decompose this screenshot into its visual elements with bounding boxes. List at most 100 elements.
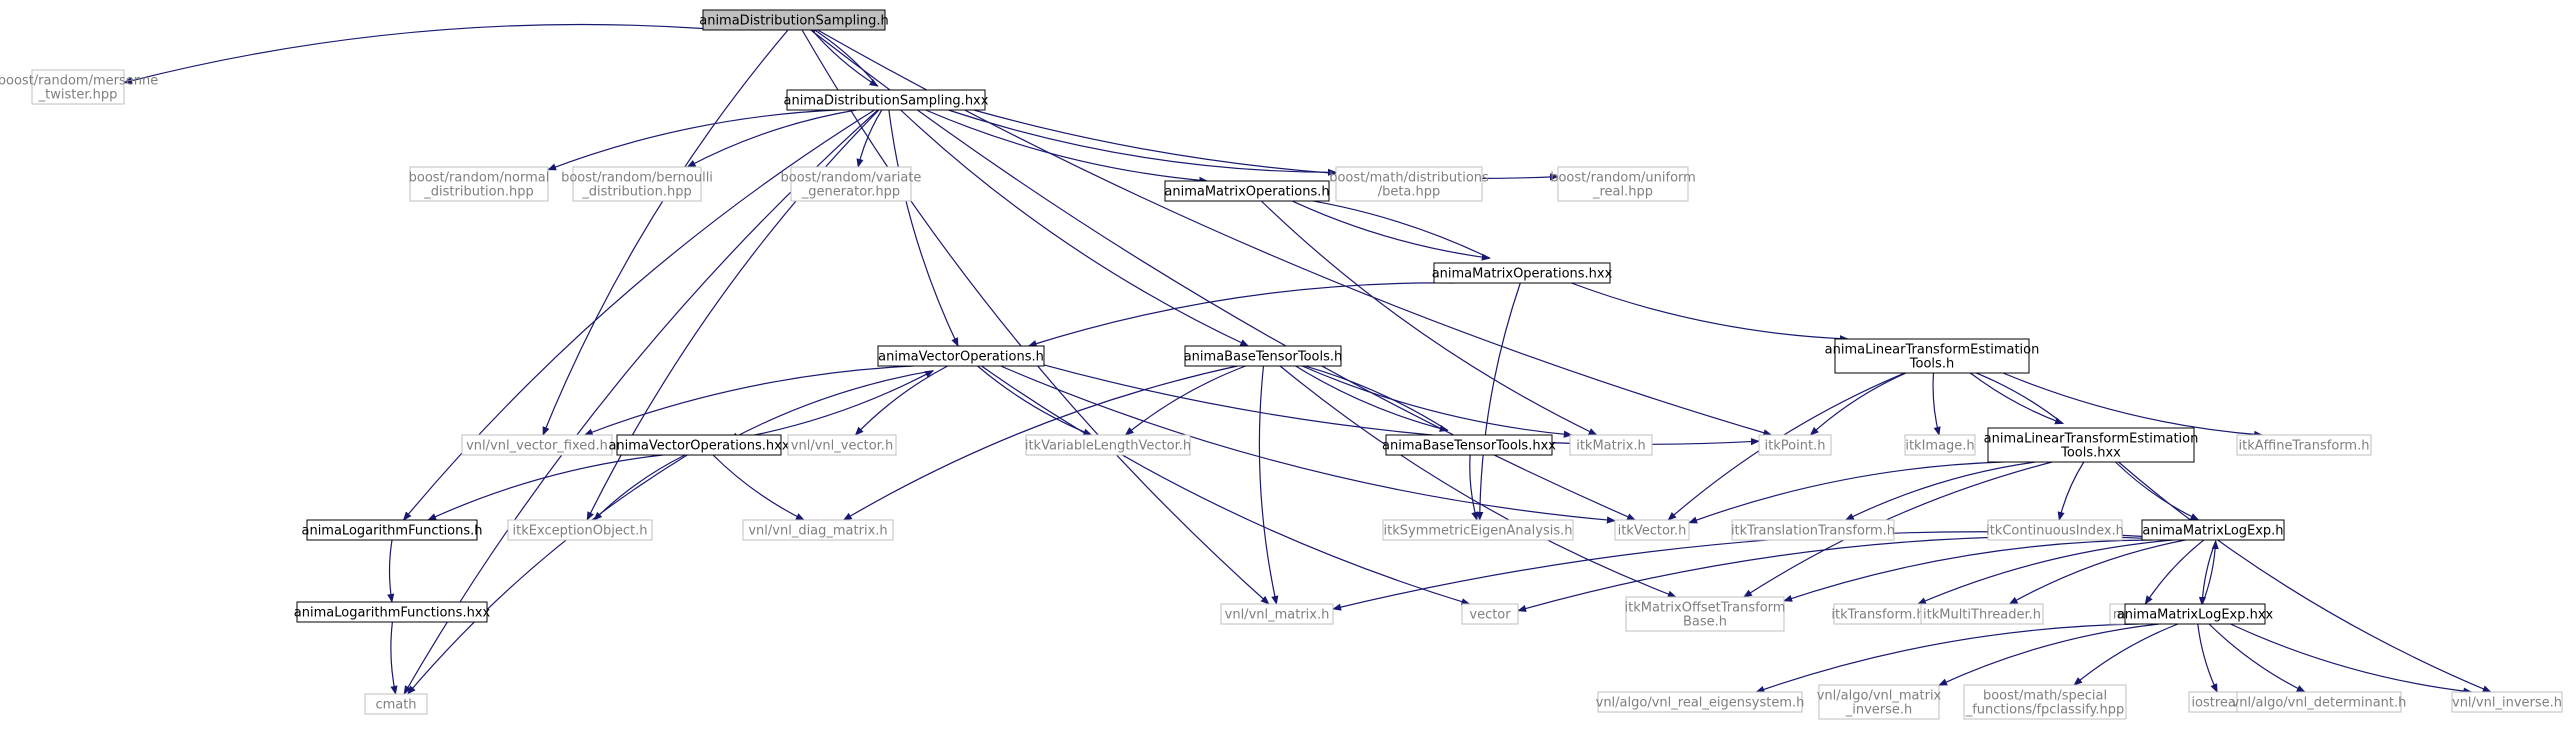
node-label: _inverse.h: [1845, 703, 1913, 718]
node-box[interactable]: [616, 434, 782, 456]
node-label: vector: [1469, 608, 1511, 623]
node-n1: boost/random/mersenne_twister.hpp: [0, 69, 158, 105]
node-label: itkMatrixOffsetTransform: [1625, 601, 1786, 616]
node-label: itkVariableLengthVector.h: [1025, 439, 1191, 454]
edge-n14-n25: [712, 454, 805, 521]
edge-n11-n17: [1287, 360, 1449, 432]
node-box[interactable]: [1987, 427, 2195, 463]
node-label: animaMatrixLogExp.h: [2142, 524, 2283, 539]
node-box: [1557, 166, 1689, 202]
node-box[interactable]: [877, 345, 1045, 367]
node-label: itkSymmetricEigenAnalysis.h: [1384, 524, 1573, 539]
node-n19: itkPoint.h: [1758, 434, 1832, 456]
node-box[interactable]: [2124, 603, 2266, 625]
edge-n17-n11: [1287, 359, 1449, 431]
node-box[interactable]: [306, 519, 478, 541]
node-box: [2236, 434, 2372, 456]
node-n10[interactable]: animaVectorOperations.h: [877, 345, 1045, 367]
node-label: itkTranslationTransform.h: [1731, 524, 1895, 539]
node-box: [1818, 684, 1940, 720]
node-label: vnl/vnl_inverse.h: [2452, 696, 2562, 711]
node-box[interactable]: [1385, 434, 1553, 456]
node-label: itkImage.h: [1905, 439, 1974, 454]
node-box: [2451, 691, 2563, 713]
edge-n21-n45: [2118, 461, 2492, 693]
edge-n30-n36: [2008, 539, 2186, 605]
node-box[interactable]: [1834, 338, 2030, 374]
edge-n21-n34: [1743, 461, 2053, 598]
node-n41: vnl/algo/vnl_matrix_inverse.h: [1817, 684, 1942, 720]
edge-n10-n33: [981, 365, 1471, 606]
node-label: vnl/algo/vnl_matrix: [1817, 689, 1942, 704]
node-n9[interactable]: animaMatrixOperations.hxx: [1432, 262, 1613, 284]
edge-n0-n2: [808, 25, 879, 87]
node-box: [1904, 434, 1976, 456]
node-n31[interactable]: animaLogarithmFunctions.hxx: [294, 601, 491, 623]
node-n32: vnl/vnl_matrix.h: [1220, 603, 1334, 625]
node-label: _distribution.hpp: [423, 185, 533, 200]
edge-n31-n39: [390, 621, 398, 695]
node-n17[interactable]: animaBaseTensorTools.hxx: [1382, 434, 1556, 456]
node-label: vnl/vnl_vector.h: [791, 439, 893, 454]
node-n6[interactable]: animaMatrixOperations.h: [1164, 180, 1330, 202]
edge-n10-n14: [729, 370, 934, 441]
edge-n11-n16: [1124, 365, 1246, 436]
node-box[interactable]: [296, 601, 488, 623]
edge-n23-n31: [387, 539, 395, 603]
node-box[interactable]: [1164, 180, 1330, 202]
edge-n2-n0: [808, 25, 879, 87]
node-box: [461, 434, 613, 456]
node-label: _twister.hpp: [38, 88, 118, 103]
edge-n30-n34: [1783, 539, 2153, 602]
node-label: animaBaseTensorTools.hxx: [1382, 439, 1556, 454]
node-n14[interactable]: animaVectorOperations.hxx: [608, 434, 790, 456]
node-box: [1963, 684, 2127, 720]
edge-n10-n15: [854, 365, 948, 436]
node-n3: boost/random/normal_distribution.hpp: [409, 166, 550, 202]
node-n0[interactable]: animaDistributionSampling.h: [699, 9, 889, 31]
node-label: Tools.h: [1909, 357, 1954, 372]
node-n33: vector: [1461, 603, 1519, 625]
node-label: animaMatrixOperations.h: [1164, 185, 1329, 200]
node-label: animaLogarithmFunctions.h: [301, 524, 482, 539]
edge-n12-n22: [2002, 372, 2264, 438]
node-label: boost/random/normal: [409, 171, 550, 186]
edge-n11-n25: [842, 365, 1238, 521]
edge-n21-n29: [2057, 461, 2085, 521]
node-n38[interactable]: animaMatrixLogExp.hxx: [2117, 603, 2274, 625]
node-n27: itkVector.h: [1614, 519, 1690, 541]
node-label: itkContinuousIndex.h: [1986, 524, 2124, 539]
node-label: itkMatrix.h: [1576, 439, 1646, 454]
node-box[interactable]: [702, 9, 886, 31]
node-box[interactable]: [2141, 519, 2285, 541]
node-box[interactable]: [1433, 262, 1611, 284]
node-n2[interactable]: animaDistributionSampling.hxx: [784, 89, 989, 111]
node-box: [1569, 434, 1653, 456]
edge-n10-n16: [977, 365, 1093, 436]
edge-n2-n4: [686, 109, 857, 168]
node-box: [1758, 434, 1832, 456]
node-n30[interactable]: animaMatrixLogExp.h: [2141, 519, 2285, 541]
node-n13: vnl/vnl_vector_fixed.h: [461, 434, 613, 456]
node-box: [364, 693, 428, 715]
edge-n0-n13: [542, 29, 789, 436]
edge-n30-n37: [2144, 539, 2205, 605]
node-label: itkAffineTransform.h: [2239, 439, 2370, 454]
node-box: [787, 434, 897, 456]
edge-n9-n26: [1476, 282, 1521, 521]
node-box[interactable]: [786, 89, 986, 111]
node-n4: boost/random/bernoulli_distribution.hpp: [561, 166, 713, 202]
node-n23[interactable]: animaLogarithmFunctions.h: [301, 519, 483, 541]
node-label: _real.hpp: [1592, 185, 1653, 200]
node-box[interactable]: [1184, 345, 1342, 367]
node-n11[interactable]: animaBaseTensorTools.h: [1184, 345, 1343, 367]
node-box: [507, 519, 653, 541]
node-label: boost/random/uniform: [1550, 171, 1696, 186]
node-n26: itkSymmetricEigenAnalysis.h: [1382, 519, 1574, 541]
edge-n14-n10: [729, 370, 934, 441]
edge-n11-n18: [1301, 365, 1573, 438]
edge-n38-n43: [2197, 623, 2218, 693]
